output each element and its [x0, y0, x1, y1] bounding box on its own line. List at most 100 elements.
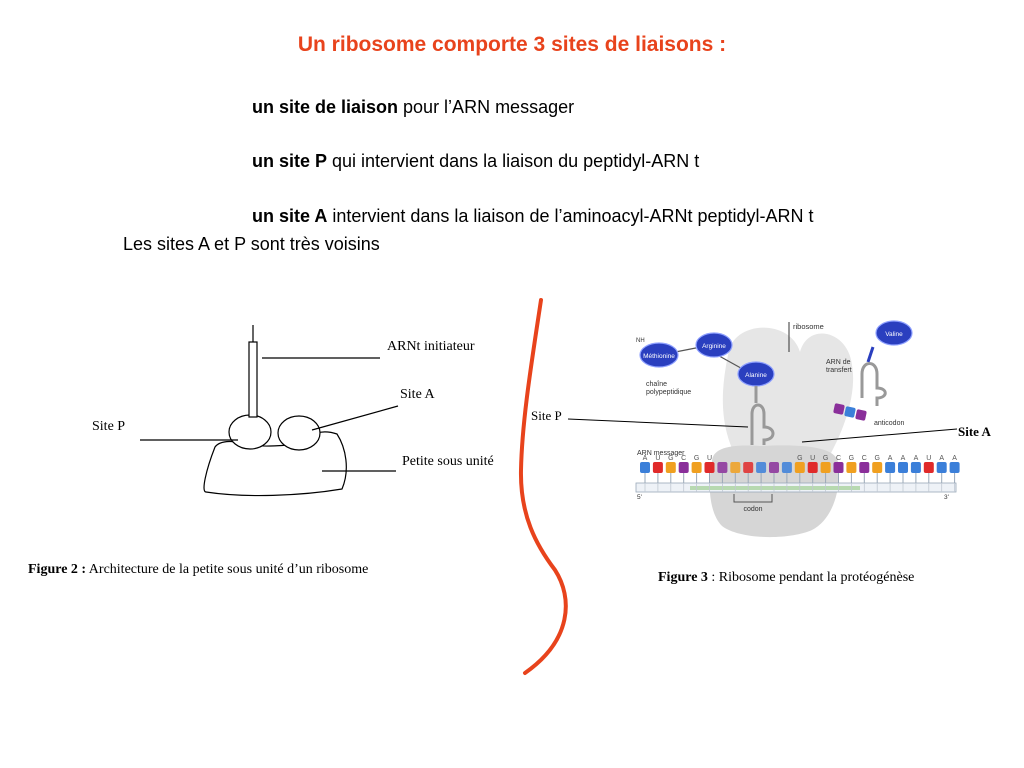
mrna-base-block — [859, 462, 870, 473]
mrna-base-letter: G — [694, 455, 699, 462]
mrna-base-block — [756, 462, 767, 473]
mrna-base-letter: U — [926, 455, 931, 462]
codon-bracket — [733, 494, 773, 503]
site-a-leader-fig3 — [801, 428, 958, 443]
item-site-p-bold: un site P — [252, 151, 328, 171]
codon-label: codon — [743, 506, 762, 513]
mrna-base-block — [743, 462, 754, 473]
ribosome-label: ribosome — [793, 322, 824, 331]
mrna-base-block — [949, 462, 960, 473]
mrna-base-block — [936, 462, 947, 473]
mrna-base-letter: A — [952, 455, 957, 462]
mrna-base-letter: A — [888, 455, 893, 462]
mrna-base-block — [640, 462, 650, 473]
figure3-illustration: ribosome NH Méthionine Arginine Alanine … — [567, 320, 960, 538]
mrna-base-block — [717, 462, 728, 473]
figure3-caption: Figure 3 : Ribosome pendant la protéogén… — [658, 570, 914, 585]
mrna-base-block — [872, 462, 883, 473]
mrna-base-block — [781, 462, 792, 473]
item-binding-site-text: pour l’ARN messager — [398, 97, 575, 117]
mrna-base-letter: G — [874, 455, 879, 462]
label-site-p: Site P — [92, 419, 125, 434]
mrna-base-block — [846, 462, 857, 473]
label-arnt-initiateur: ARNt initiateur — [387, 339, 475, 354]
fig3-label-site-a: Site A — [958, 424, 991, 439]
mrna-base-block — [923, 462, 934, 473]
mrna-base-letter: A — [901, 455, 906, 462]
mrna-base-letter: U — [655, 455, 660, 462]
mrna-base-letter: C — [862, 455, 867, 462]
anticodon-base-2 — [844, 406, 856, 418]
anticodon-base-3 — [855, 409, 867, 421]
item-site-p-text: qui intervient dans la liaison du peptid… — [327, 151, 700, 171]
mrna-base-letter: A — [939, 455, 944, 462]
figure2-caption-text: Architecture de la petite sous unité d’u… — [86, 562, 368, 577]
separator-curve — [518, 298, 568, 675]
mrna-base-block — [665, 462, 676, 473]
figure3-caption-bold: Figure 3 — [658, 570, 708, 585]
mrna-base-letter: C — [836, 455, 841, 462]
ribosome-large-subunit — [722, 327, 854, 455]
figure2-caption: Figure 2 : Architecture de la petite sou… — [28, 562, 368, 577]
arnt-initiator-stem — [248, 341, 258, 418]
mrna-base-block — [910, 462, 921, 473]
mrna-base-block — [820, 462, 831, 473]
trna-label-1: ARN de — [826, 359, 851, 366]
three-prime-label: 3' — [944, 494, 949, 501]
item-site-p: un site P qui intervient dans la liaison… — [252, 151, 699, 172]
page-title: Un ribosome comporte 3 sites de liaisons… — [297, 33, 727, 56]
mrna-base-letter: U — [707, 455, 712, 462]
mrna-base-block — [691, 462, 702, 473]
anticodon-base-1 — [833, 403, 845, 415]
mrna-base-letter: C — [681, 455, 686, 462]
mrna-base-block — [678, 462, 689, 473]
mrna-base-block — [730, 462, 741, 473]
item-site-a: un site A intervient dans la liaison de … — [252, 206, 814, 227]
chain-label-2: polypeptidique — [646, 389, 691, 396]
figure3-caption-text: : Ribosome pendant la protéogénèse — [708, 570, 914, 585]
mrna-base-block — [769, 462, 779, 473]
mrna-base-block — [807, 462, 818, 473]
mrna-base-letter: U — [810, 455, 815, 462]
site-a-ellipse — [277, 415, 321, 451]
aa-valine-label: Valine — [885, 331, 903, 338]
mrna-label: ARN messager — [637, 450, 685, 457]
item-site-a-bold: un site A — [252, 206, 328, 226]
small-subunit-outline — [203, 431, 347, 497]
mrna-base-letter: G — [849, 455, 854, 462]
site-a-leader — [311, 405, 399, 431]
mrna-ticks — [644, 483, 955, 492]
aa-methionine-label: Méthionine — [643, 353, 675, 360]
aa-arginine-label: Arginine — [702, 343, 726, 350]
site-p-leader-fig3 — [567, 418, 749, 428]
mrna-base-block — [833, 462, 844, 473]
mrna-base-letter: G — [823, 455, 828, 462]
mrna-base-block — [704, 462, 715, 473]
five-prime-label: 5' — [637, 494, 642, 501]
mrna-base-block — [652, 462, 663, 473]
mrna-base-letter: G — [797, 455, 802, 462]
item-binding-site: un site de liaison pour l’ARN messager — [252, 97, 574, 118]
mrna-base-letter: A — [643, 455, 648, 462]
mrna-base-letter: G — [668, 455, 673, 462]
trna-p-body — [750, 403, 775, 445]
item-binding-site-bold: un site de liaison — [252, 97, 399, 117]
aa-valine — [875, 320, 913, 346]
mrna-base-block — [898, 462, 908, 473]
aa-alanine-label: Alanine — [745, 372, 767, 379]
item-site-a-text: intervient dans la liaison de l’aminoacy… — [327, 206, 814, 226]
mrna-base-block — [794, 462, 805, 473]
anticodon-label: anticodon — [874, 420, 904, 427]
trna-a-stem — [866, 346, 875, 363]
chain-label-1: chaîne — [646, 381, 667, 388]
aa-arginine — [695, 332, 733, 358]
figure2-caption-bold: Figure 2 : — [28, 562, 86, 577]
label-petite-sous-unite: Petite sous unité — [402, 454, 494, 469]
trna-a-body — [860, 362, 887, 406]
label-site-a: Site A — [400, 387, 436, 402]
figure2-schema — [140, 325, 399, 497]
trna-label-2: transfert — [826, 367, 852, 374]
fig3-label-site-p: Site P — [531, 408, 562, 423]
